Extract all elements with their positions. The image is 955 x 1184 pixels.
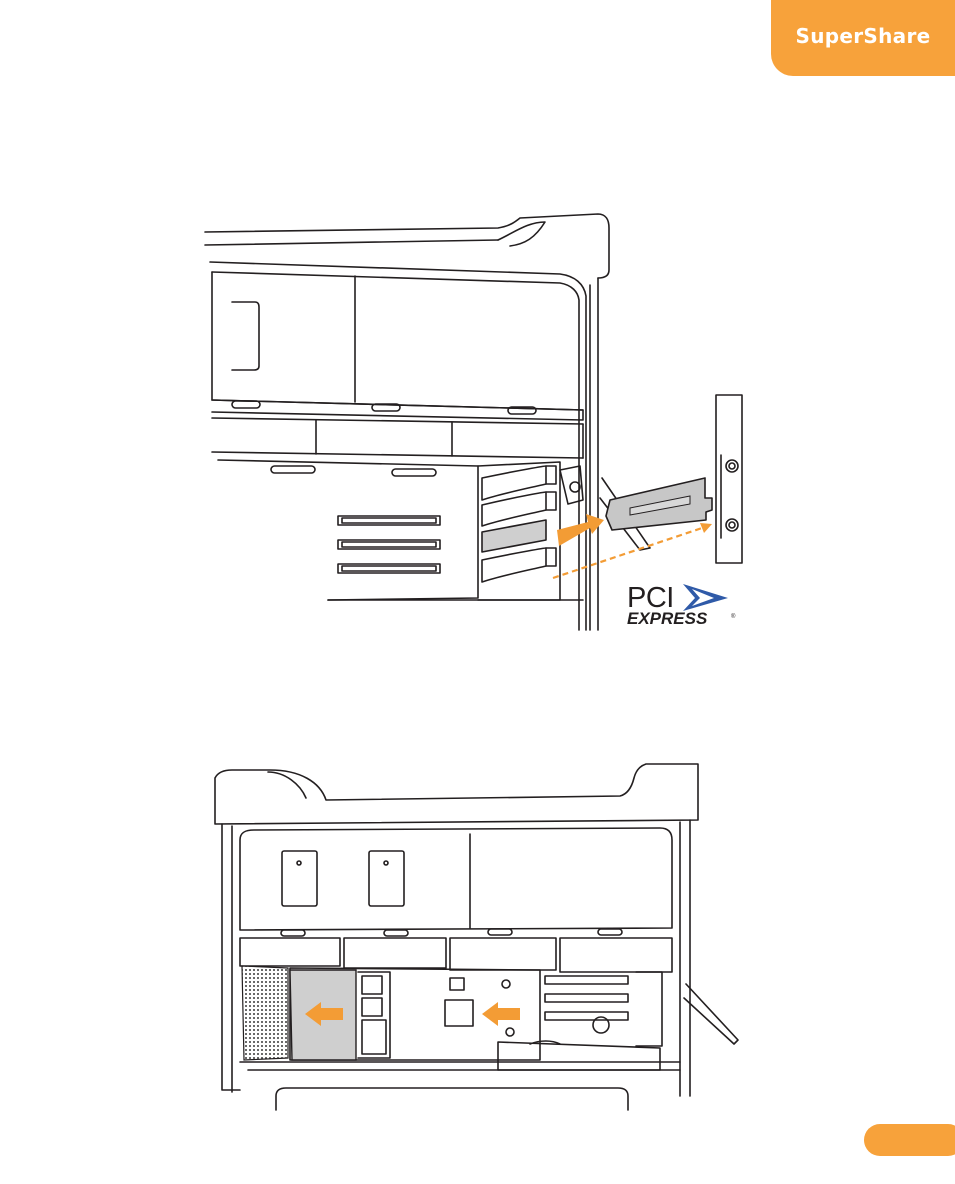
figure-slide-drive-tray (0, 740, 955, 1120)
figure-install-pci-card: PCI EXPRESS ® (0, 0, 955, 660)
slide-arrow-icon-right (482, 1002, 520, 1026)
svg-text:EXPRESS: EXPRESS (627, 609, 708, 628)
svg-text:®: ® (731, 613, 736, 620)
pci-express-logo: PCI EXPRESS ® (627, 582, 736, 628)
mesh-panel (242, 966, 288, 1060)
page-number-pill (864, 1124, 955, 1156)
insert-arrow-icon (557, 514, 604, 546)
